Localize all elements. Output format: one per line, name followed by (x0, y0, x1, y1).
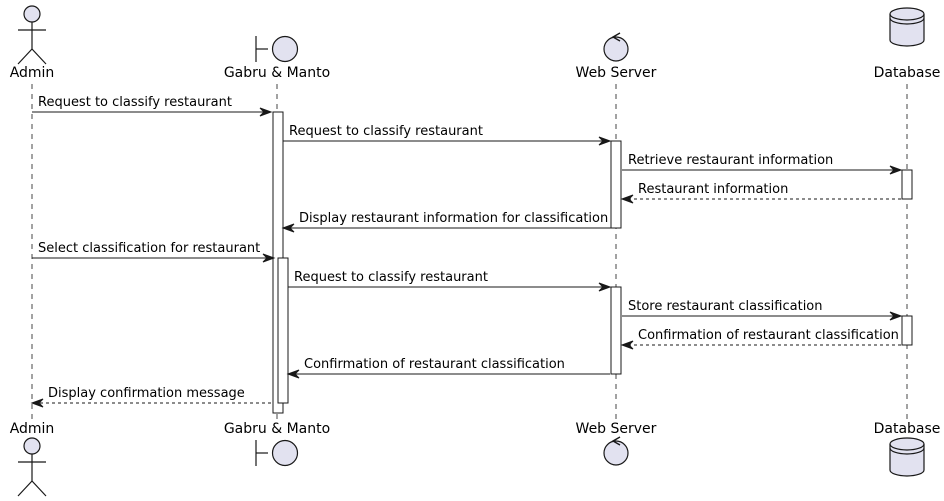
message-label: Confirmation of restaurant classificatio… (638, 328, 899, 343)
message-6: Select classification for restaurant (32, 241, 276, 263)
message-3: Retrieve restaurant information (622, 153, 903, 175)
message-2: Request to classify restaurant (283, 124, 612, 146)
message-label: Display confirmation message (48, 386, 245, 401)
participant-label: Web Server (576, 421, 657, 437)
arrowhead-icon (286, 369, 300, 379)
activation-web-3 (610, 286, 622, 375)
activation-gabru-1 (277, 257, 289, 404)
message-label: Restaurant information (638, 182, 788, 197)
participant-admin-bottom: Admin (10, 421, 55, 497)
participant-label: Admin (10, 421, 55, 437)
message-5: Display restaurant information for class… (281, 211, 612, 233)
message-label: Confirmation of restaurant classificatio… (304, 357, 565, 372)
participant-db-top: Database (874, 7, 941, 81)
message-label: Display restaurant information for class… (299, 211, 608, 226)
control-icon (603, 32, 629, 62)
boundary-icon (255, 439, 299, 467)
activation-db-5 (901, 315, 913, 346)
arrowhead-icon (598, 282, 612, 292)
message-label: Select classification for restaurant (38, 241, 260, 256)
participant-label: Web Server (576, 65, 657, 81)
message-1: Request to classify restaurant (32, 95, 273, 117)
database-icon (889, 7, 925, 47)
message-label: Request to classify restaurant (289, 124, 483, 139)
message-4: Restaurant information (620, 182, 901, 204)
message-8: Store restaurant classification (622, 299, 903, 321)
participant-gabru-bottom: Gabru & Manto (224, 421, 330, 467)
arrowhead-icon (620, 194, 634, 204)
message-11: Display confirmation message (30, 386, 271, 408)
message-label: Request to classify restaurant (38, 95, 232, 110)
arrowhead-icon (889, 165, 903, 175)
participant-web-top: Web Server (576, 32, 657, 81)
message-7: Request to classify restaurant (288, 270, 612, 292)
arrowhead-icon (889, 311, 903, 321)
activation-db-4 (901, 169, 913, 200)
arrowhead-icon (598, 136, 612, 146)
actor-icon (17, 5, 47, 65)
participant-web-bottom: Web Server (576, 421, 657, 466)
participant-gabru-top: Gabru & Manto (224, 35, 330, 81)
message-label: Retrieve restaurant information (628, 153, 833, 168)
boundary-icon (255, 35, 299, 63)
arrowhead-icon (281, 223, 295, 233)
database-icon (889, 437, 925, 477)
participant-label: Gabru & Manto (224, 65, 330, 81)
actor-icon (17, 437, 47, 497)
participant-admin-top: Admin (10, 5, 55, 81)
arrowhead-icon (620, 340, 634, 350)
arrowhead-icon (259, 107, 273, 117)
message-9: Confirmation of restaurant classificatio… (620, 328, 901, 350)
activation-web-2 (610, 140, 622, 229)
participant-label: Gabru & Manto (224, 421, 330, 437)
arrowhead-icon (262, 253, 276, 263)
message-label: Request to classify restaurant (294, 270, 488, 285)
participant-label: Database (874, 421, 941, 437)
message-10: Confirmation of restaurant classificatio… (286, 357, 610, 379)
message-label: Store restaurant classification (628, 299, 823, 314)
participant-label: Database (874, 65, 941, 81)
control-icon (603, 436, 629, 466)
participant-db-bottom: Database (874, 421, 941, 477)
participant-label: Admin (10, 65, 55, 81)
arrowhead-icon (30, 398, 44, 408)
